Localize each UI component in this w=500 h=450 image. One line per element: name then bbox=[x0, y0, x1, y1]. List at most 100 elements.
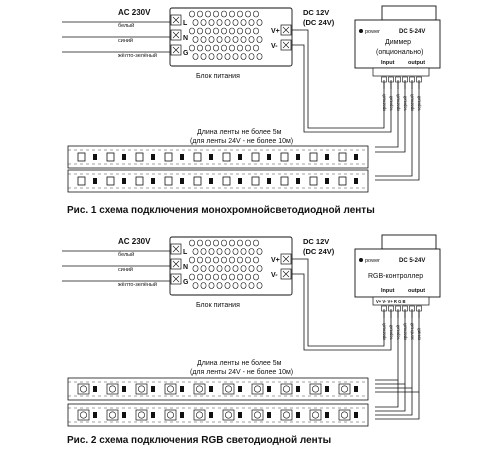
vent-hole bbox=[200, 248, 207, 255]
vent-hole bbox=[256, 19, 263, 26]
vent-hole bbox=[229, 239, 235, 247]
vent-hole bbox=[256, 265, 263, 272]
dc-wires-2 bbox=[292, 258, 420, 420]
vent-hole bbox=[232, 53, 239, 60]
vent-hole bbox=[248, 265, 255, 272]
resistor bbox=[180, 412, 184, 418]
resistor bbox=[296, 386, 300, 392]
resistor bbox=[238, 178, 242, 184]
vent-hole bbox=[240, 36, 247, 43]
resistor bbox=[238, 154, 242, 160]
wire-label-blue: синий bbox=[118, 37, 133, 44]
resistor bbox=[122, 412, 126, 418]
ac-voltage-label-2: AC 230V bbox=[118, 237, 151, 246]
vent-hole bbox=[197, 10, 203, 18]
vent-hole bbox=[200, 53, 207, 60]
figure-1-caption: Рис. 1 схема подключения монохромнойсвет… bbox=[67, 205, 375, 216]
vent-hole bbox=[245, 44, 251, 52]
vent-hole bbox=[224, 36, 231, 43]
terminal-N-2: N bbox=[183, 264, 188, 271]
vent-hole bbox=[208, 36, 215, 43]
rgb-controller-name: RGB-контроллер bbox=[368, 273, 423, 280]
led-lens bbox=[340, 411, 348, 419]
resistor bbox=[354, 178, 358, 184]
led-chip bbox=[135, 152, 144, 162]
resistor bbox=[209, 178, 213, 184]
vent-hole bbox=[232, 36, 239, 43]
led-chip bbox=[106, 176, 115, 186]
resistor bbox=[325, 412, 329, 418]
vent-hole bbox=[253, 44, 259, 52]
vent-hole bbox=[205, 273, 211, 281]
vent-hole bbox=[240, 19, 247, 26]
resistor bbox=[122, 386, 126, 392]
resistor bbox=[238, 386, 242, 392]
vent-hole bbox=[245, 273, 251, 281]
psu-vent-grille bbox=[189, 239, 263, 289]
wire-label-white: белый bbox=[118, 22, 134, 29]
led-lens bbox=[311, 411, 319, 419]
led-lens bbox=[138, 411, 146, 419]
figure-1: AC 230V белый синий жёлто-зелёный L N G … bbox=[62, 5, 441, 216]
vent-hole bbox=[208, 265, 215, 272]
vent-hole bbox=[221, 273, 227, 281]
rgb-strip-2 bbox=[67, 403, 369, 427]
resistor bbox=[151, 386, 155, 392]
rgb-pin-header: V+ V- V+ R G B bbox=[376, 299, 406, 304]
vent-hole bbox=[237, 256, 243, 264]
led-lens bbox=[254, 385, 262, 393]
vent-hole bbox=[256, 248, 263, 255]
resistor bbox=[354, 154, 358, 160]
vent-hole bbox=[248, 36, 255, 43]
vent-hole bbox=[248, 53, 255, 60]
dc-voltage-alt-label: (DC 24V) bbox=[303, 18, 335, 27]
resistor bbox=[151, 412, 155, 418]
dc-voltage-alt-label-2: (DC 24V) bbox=[303, 247, 335, 256]
led-lens bbox=[109, 385, 117, 393]
vent-hole bbox=[189, 44, 195, 52]
vent-hole bbox=[256, 36, 263, 43]
led-lens bbox=[340, 385, 348, 393]
vent-hole bbox=[192, 248, 199, 255]
vent-hole bbox=[253, 27, 259, 35]
resistor bbox=[151, 178, 155, 184]
strip-body bbox=[67, 145, 369, 169]
vent-hole bbox=[229, 44, 235, 52]
vent-hole bbox=[213, 44, 219, 52]
vent-hole bbox=[189, 239, 195, 247]
resistor bbox=[238, 412, 242, 418]
vent-hole bbox=[200, 282, 207, 289]
vent-hole bbox=[197, 27, 203, 35]
vent-hole bbox=[245, 256, 251, 264]
vent-hole bbox=[200, 19, 207, 26]
device-optional-label: (опционально) bbox=[376, 49, 423, 56]
led-lens bbox=[311, 385, 319, 393]
vent-hole bbox=[224, 282, 231, 289]
led-chip bbox=[193, 152, 202, 162]
vent-hole bbox=[200, 36, 207, 43]
strip-length-24v-label: (для ленты 24V - не более 10м) bbox=[190, 137, 293, 145]
vent-hole bbox=[213, 273, 219, 281]
vent-hole bbox=[232, 248, 239, 255]
vent-hole bbox=[221, 44, 227, 52]
led-lens bbox=[138, 385, 146, 393]
led-lens bbox=[80, 411, 88, 419]
vent-hole bbox=[213, 239, 219, 247]
vent-hole bbox=[256, 53, 263, 60]
led-chip bbox=[338, 152, 347, 162]
output-label-2: output bbox=[408, 288, 425, 294]
led-chip bbox=[280, 176, 289, 186]
vent-hole bbox=[248, 248, 255, 255]
led-chip bbox=[77, 152, 86, 162]
vent-hole bbox=[245, 10, 251, 18]
vent-hole bbox=[197, 273, 203, 281]
resistor bbox=[209, 412, 213, 418]
device-voltage-label-2: DC 5-24V bbox=[399, 258, 425, 264]
led-chip bbox=[106, 152, 115, 162]
psu-label: Блок питания bbox=[196, 73, 240, 80]
led-chip bbox=[338, 176, 347, 186]
strip-body bbox=[67, 377, 369, 401]
vent-hole bbox=[240, 248, 247, 255]
vent-hole bbox=[205, 239, 211, 247]
vent-hole bbox=[224, 19, 231, 26]
